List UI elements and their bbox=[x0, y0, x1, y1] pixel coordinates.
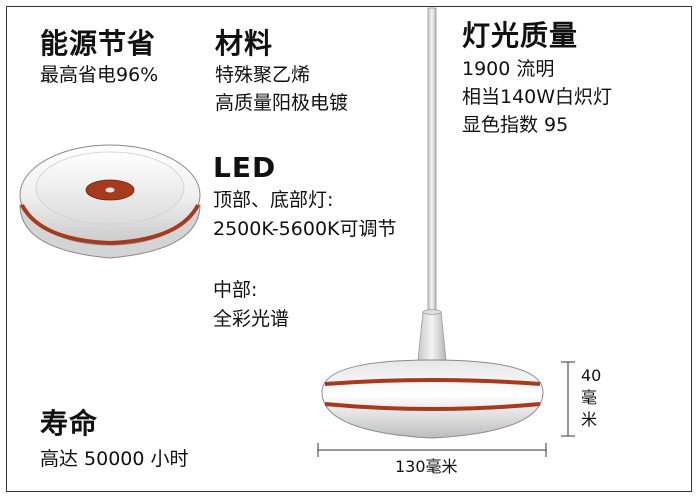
outer-frame bbox=[6, 6, 692, 492]
led-middle-value: 全彩光谱 bbox=[213, 308, 290, 330]
pendant-lamp-illustration bbox=[321, 7, 544, 439]
light-quality-line-3: 显色指数 95 bbox=[462, 114, 569, 136]
lifetime-title: 寿命 bbox=[40, 407, 99, 440]
led-top-bottom-value: 2500K-5600K可调节 bbox=[213, 218, 397, 240]
energy-title: 能源节省 bbox=[40, 27, 157, 60]
height-dimension-line bbox=[561, 361, 575, 437]
energy-text: 最高省电96% bbox=[40, 64, 159, 86]
led-middle-label: 中部: bbox=[213, 279, 258, 301]
height-dimension-number: 40 bbox=[581, 366, 602, 385]
light-quality-line-1: 1900 流明 bbox=[462, 58, 555, 80]
material-line-2: 高质量阳极电镀 bbox=[215, 92, 349, 114]
width-dimension-line bbox=[317, 443, 547, 457]
light-quality-line-2: 相当140W白炽灯 bbox=[462, 86, 613, 108]
material-title: 材料 bbox=[215, 27, 274, 60]
material-line-1: 特殊聚乙烯 bbox=[215, 64, 311, 86]
light-quality-title: 灯光质量 bbox=[462, 19, 579, 52]
height-dimension-unit-1: 毫 bbox=[581, 388, 598, 407]
lifetime-text: 高达 50000 小时 bbox=[40, 448, 189, 470]
led-title: LED bbox=[213, 151, 277, 184]
led-top-bottom-label: 顶部、底部灯: bbox=[213, 189, 334, 211]
height-dimension-unit-2: 米 bbox=[581, 410, 598, 429]
lamp-top-view-illustration bbox=[19, 144, 201, 259]
width-dimension-label: 130毫米 bbox=[395, 457, 458, 476]
